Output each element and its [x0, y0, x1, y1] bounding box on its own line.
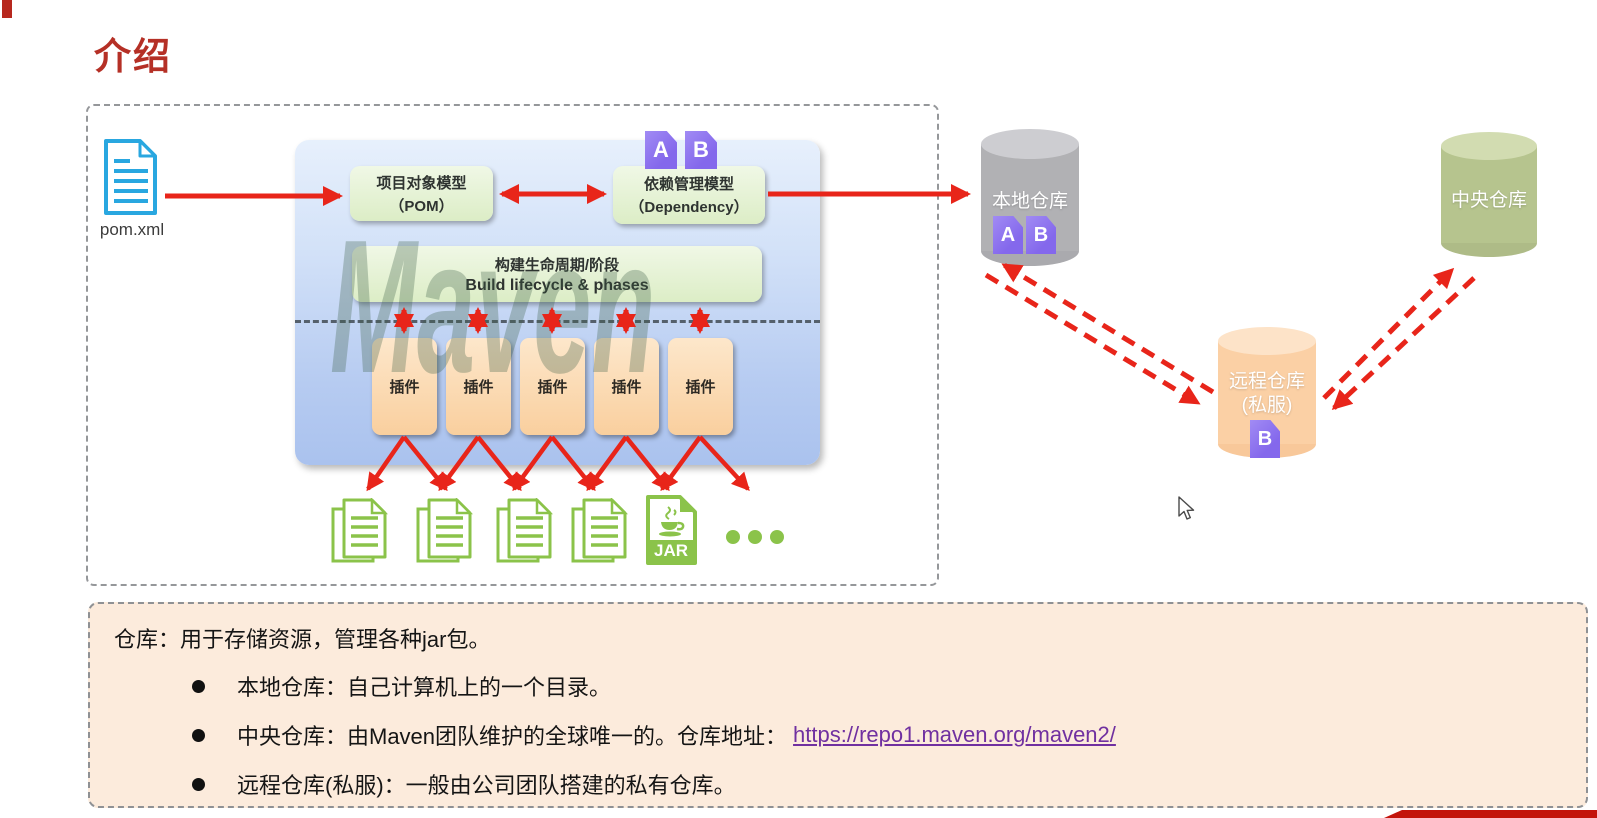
bullet-dot-icon — [192, 728, 205, 742]
mouse-cursor — [1176, 496, 1198, 527]
ellipsis-dot-2 — [748, 530, 762, 544]
maven-central-link[interactable]: https://repo1.maven.org/maven2/ — [793, 722, 1116, 747]
bullet-dot-icon — [192, 679, 205, 693]
output-docs-icon-1 — [330, 496, 389, 569]
build-lifecycle-line1: 构建生命周期/阶段 — [494, 256, 620, 274]
panel-divider-dashed-line — [295, 320, 820, 323]
output-docs-icon-3 — [495, 496, 554, 569]
central-repo-cylinder: 中央仓库 — [1440, 131, 1538, 259]
bullet-remote-repo: 远程仓库(私服)：一般由公司团队搭建的私有仓库。 — [192, 768, 1562, 800]
dependency-model-line2: （Dependency） — [629, 199, 749, 216]
ellipsis-dot-1 — [726, 530, 740, 544]
maven-core-dashed-box — [86, 104, 939, 586]
plugin-box-1: 插件 — [372, 338, 437, 435]
remote-repo-label-line2: (私服) — [1241, 395, 1293, 416]
pom-model-line1: 项目对象模型 — [376, 174, 467, 192]
build-lifecycle-box: 构建生命周期/阶段 Build lifecycle & phases — [352, 246, 762, 302]
corner-accent — [2, 0, 12, 18]
remote-repo-badge-b: B — [1250, 420, 1280, 458]
local-repo-badge-b: B — [1026, 216, 1056, 254]
pom-xml-file-icon — [102, 138, 160, 216]
dependency-model-box: 依赖管理模型 （Dependency） — [613, 166, 765, 224]
plugin-box-4: 插件 — [594, 338, 659, 435]
pom-xml-label: pom.xml — [99, 220, 165, 239]
bullet-central-repo: 中央仓库：由Maven团队维护的全球唯一的。仓库地址： https://repo… — [192, 719, 1562, 751]
ellipsis-dot-3 — [770, 530, 784, 544]
local-repo-cylinder: 本地仓库 A B — [980, 128, 1080, 268]
remote-repo-label-line1: 远程仓库 — [1228, 371, 1305, 392]
plugin-box-3: 插件 — [520, 338, 585, 435]
plugin-box-5: 插件 — [668, 338, 733, 435]
dependency-model-line1: 依赖管理模型 — [643, 176, 734, 193]
pom-model-box: 项目对象模型 （POM） — [350, 166, 493, 221]
bullet-remote-text: 远程仓库(私服)：一般由公司团队搭建的私有仓库。 — [237, 773, 736, 798]
output-docs-icon-2 — [415, 496, 474, 569]
plugin-box-2: 插件 — [446, 338, 511, 435]
jar-file-icon: JAR — [644, 494, 698, 566]
notes-box: 仓库：用于存储资源，管理各种jar包。 本地仓库：自己计算机上的一个目录。 中央… — [88, 602, 1588, 808]
artifact-b-badge: B — [685, 131, 717, 169]
bullet-central-text: 中央仓库：由Maven团队维护的全球唯一的。仓库地址： — [237, 724, 788, 749]
output-docs-icon-4 — [570, 496, 629, 569]
bullet-local-repo: 本地仓库：自己计算机上的一个目录。 — [192, 670, 1562, 702]
build-lifecycle-line2: Build lifecycle & phases — [465, 276, 649, 294]
local-repo-badge-a: A — [993, 216, 1023, 254]
pom-model-line2: （POM） — [389, 197, 454, 215]
notes-intro: 仓库：用于存储资源，管理各种jar包。 — [114, 627, 491, 652]
bottom-accent-bar — [1384, 810, 1597, 818]
jar-label: JAR — [654, 541, 688, 560]
remote-repo-cylinder: 远程仓库 (私服) B — [1217, 326, 1317, 460]
local-repo-label: 本地仓库 — [991, 191, 1068, 212]
artifact-a-badge: A — [645, 131, 677, 169]
bullet-dot-icon — [192, 777, 205, 791]
bullet-local-text: 本地仓库：自己计算机上的一个目录。 — [237, 675, 612, 700]
page-title: 介绍 — [94, 36, 172, 77]
central-repo-label: 中央仓库 — [1450, 190, 1527, 211]
